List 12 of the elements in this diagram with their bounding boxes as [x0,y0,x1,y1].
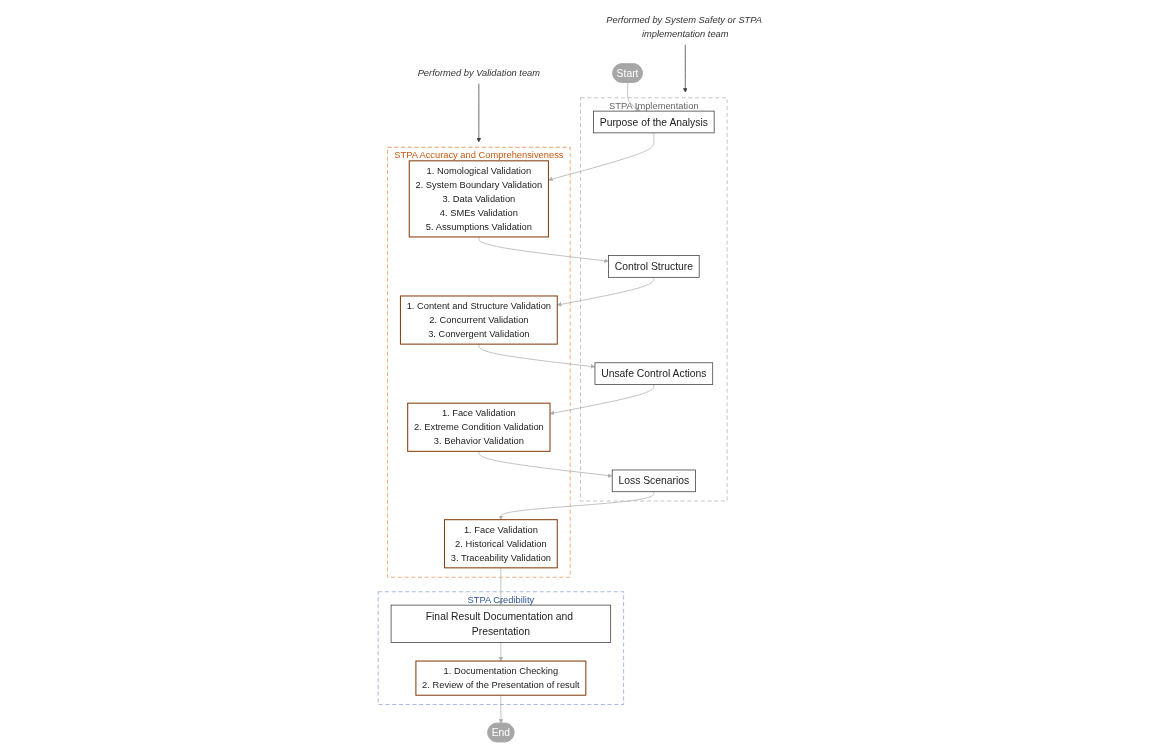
node-box: 1. Face Validation 2. Historical Validation 3. Traceability Validation [443,519,558,569]
node-text: Performed by Validation team [417,67,540,78]
node-box: 1. Nomological Validation 2. System Boundary Validation 3. Data Validation 4. SMEs Validation 5. Assumptions Validation [408,160,549,238]
node-box: 1. Face Validation 2. Extreme Condition Validation 3. Behavior Validation [407,402,551,452]
node-box: Control Structure [608,255,700,278]
node-box: Loss Scenarios [611,469,696,493]
node-box: 1. Content and Structure Validation 2. Concurrent Validation 3. Convergent Validation [399,295,558,345]
node-box: Unsafe Control Actions [594,362,713,385]
node-box: 1. Documentation Checking 2. Review of the Presentation of result [415,660,587,696]
node-box: Final Result Documentation and Presentation [390,604,611,643]
node-box: Purpose of the Analysis [593,110,715,134]
node-text: Performed by System Safety or STPA implementation team [606,14,762,40]
